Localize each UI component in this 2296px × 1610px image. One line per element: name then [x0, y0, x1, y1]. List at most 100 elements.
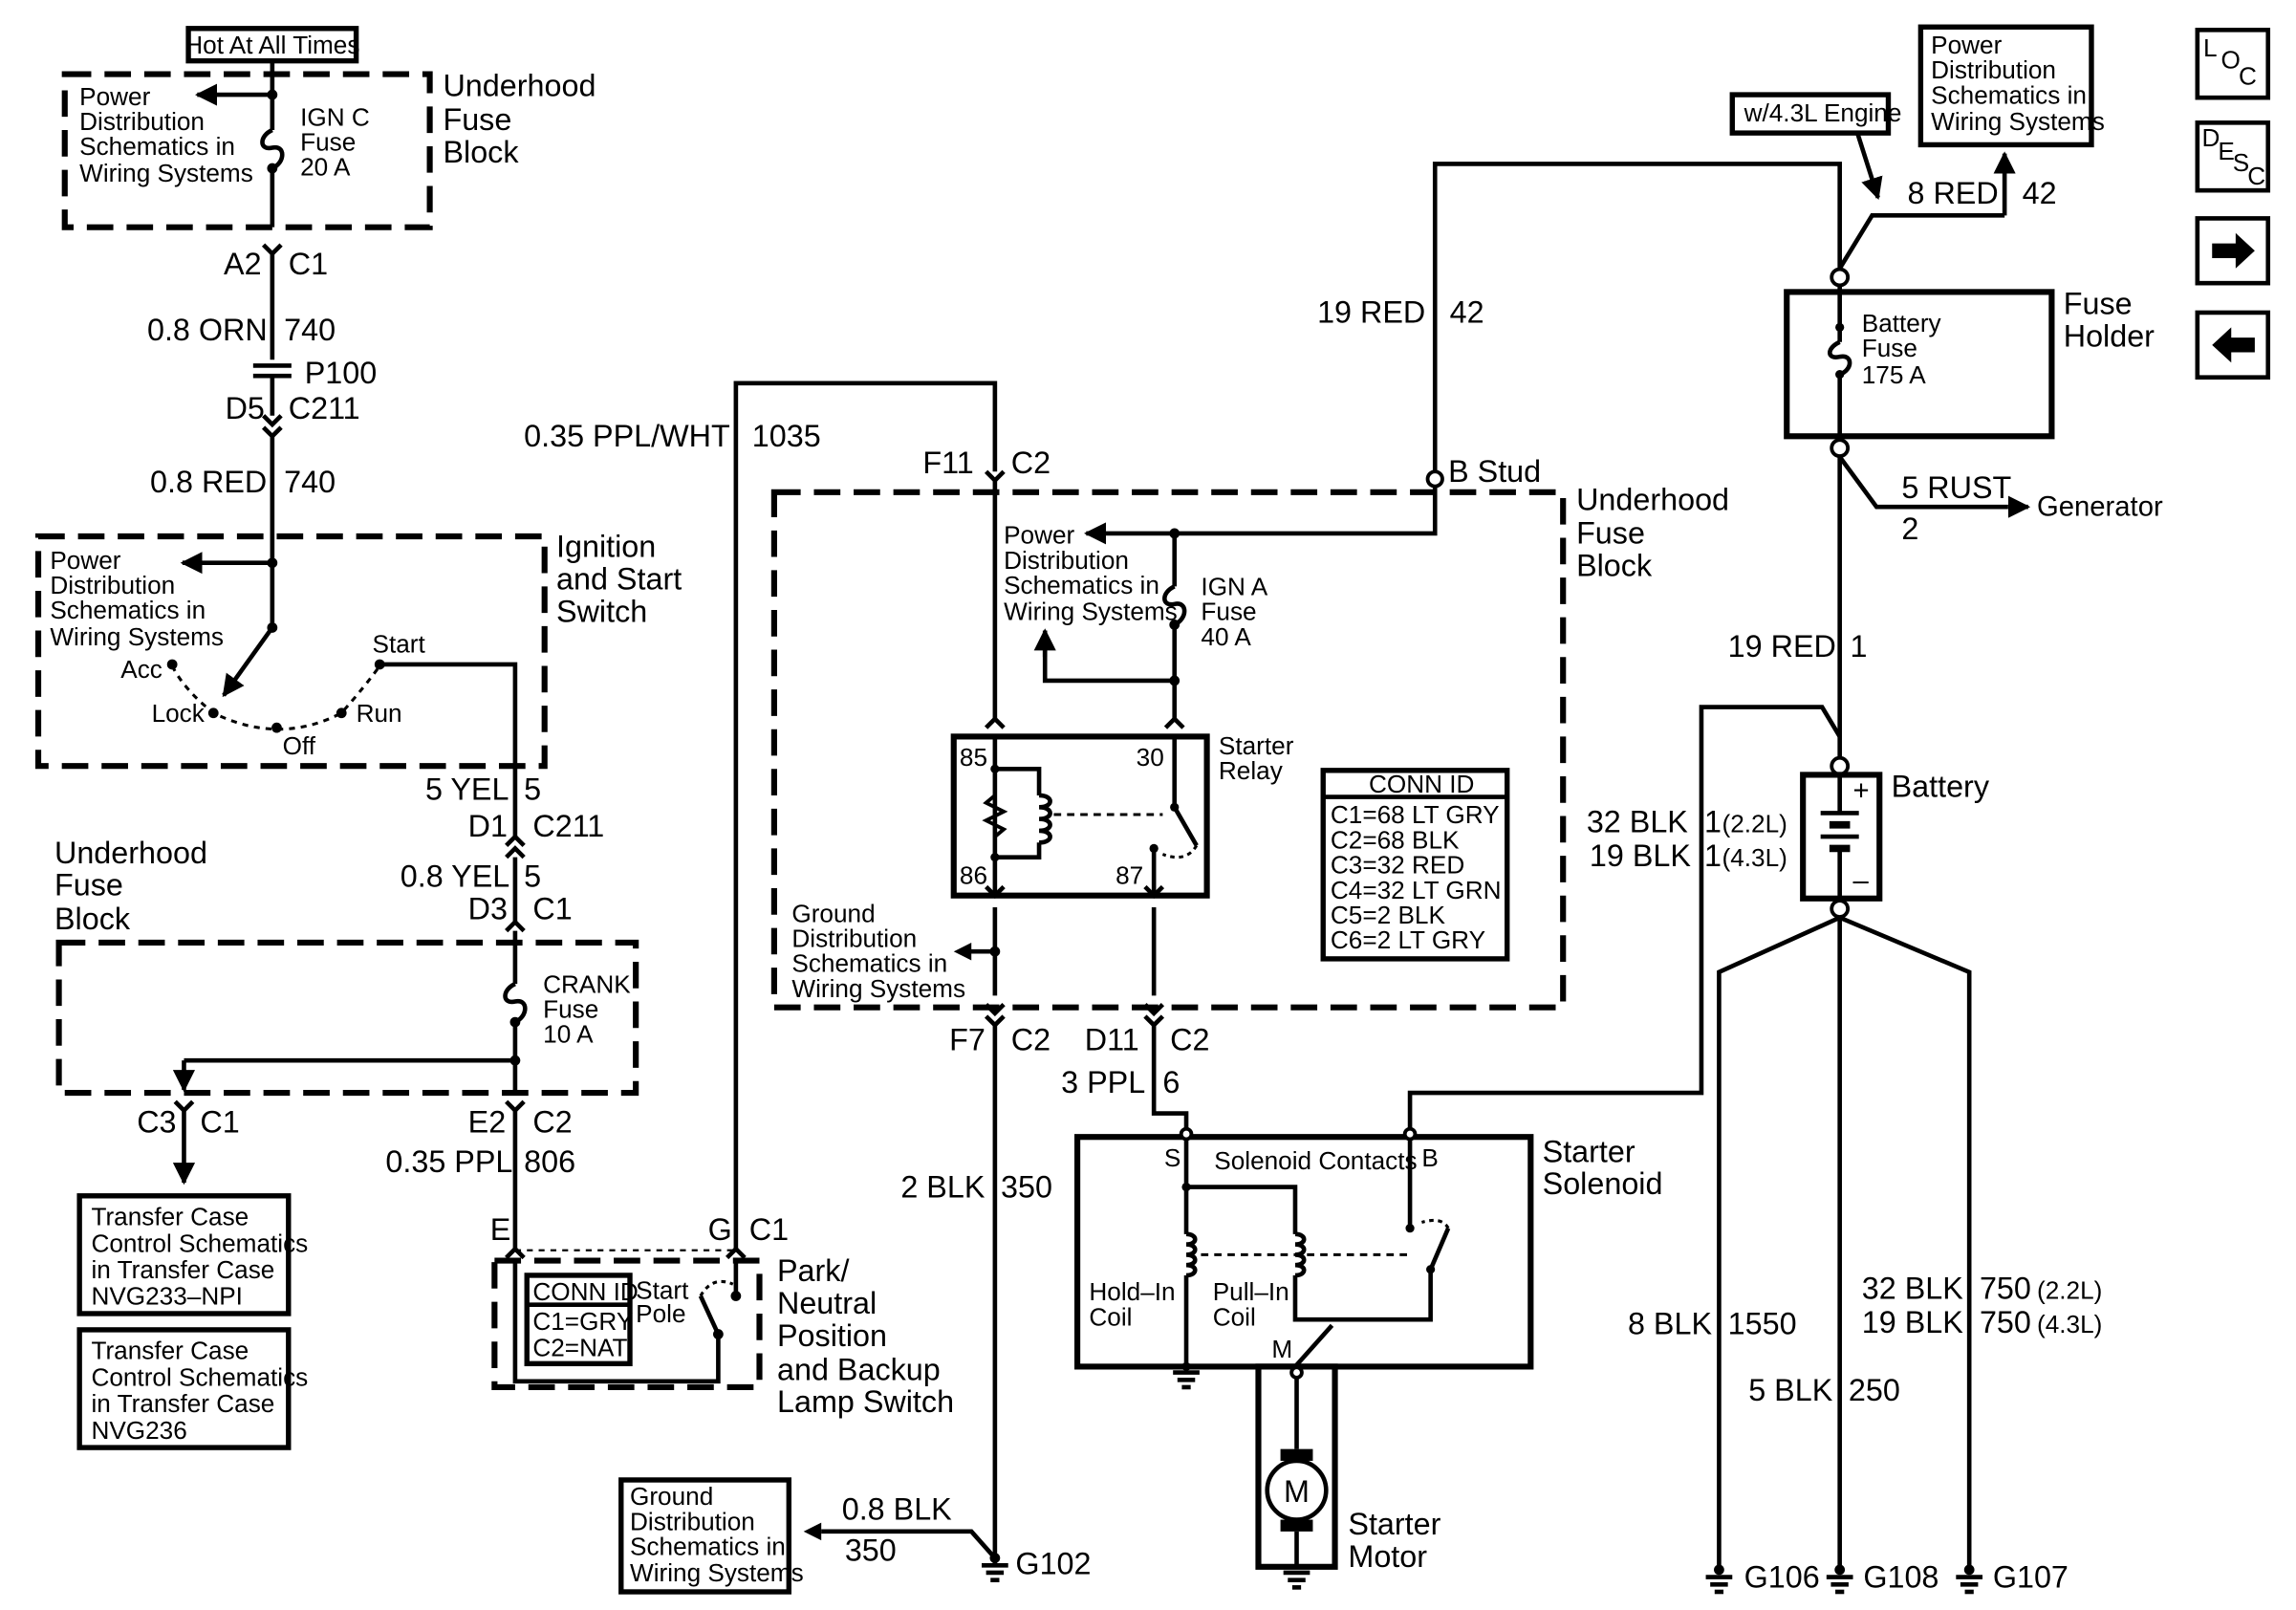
svg-text:C3: C3 — [137, 1105, 176, 1140]
svg-text:Lamp Switch: Lamp Switch — [777, 1384, 954, 1419]
svg-text:M: M — [1284, 1474, 1310, 1509]
svg-text:C211: C211 — [532, 809, 604, 843]
svg-text:Power: Power — [1004, 521, 1074, 550]
svg-text:C1: C1 — [749, 1212, 789, 1247]
svg-text:C211: C211 — [289, 391, 360, 425]
svg-text:Battery: Battery — [1892, 770, 1990, 804]
svg-text:M: M — [1271, 1335, 1292, 1363]
svg-text:G: G — [708, 1212, 732, 1247]
underhood-fuse-block-center: Underhood Fuse Block Power Distribution … — [770, 480, 1729, 1011]
svg-text:Control Schematics: Control Schematics — [91, 1229, 308, 1257]
svg-text:Start: Start — [636, 1276, 689, 1305]
svg-text:6: 6 — [1162, 1065, 1180, 1099]
hot-at-all-times-label: Hot At All Times — [184, 31, 359, 59]
svg-text:C1=68 LT GRY: C1=68 LT GRY — [1331, 800, 1500, 829]
w43-engine-box: w/4.3L Engine — [1729, 92, 1901, 136]
pds-box-top-right: Power Distribution Schematics in Wiring … — [1917, 24, 2105, 148]
svg-text:D5: D5 — [226, 391, 265, 425]
svg-text:C4=32 LT GRN: C4=32 LT GRN — [1331, 876, 1502, 904]
transfer-case-box-1: Transfer Case Control Schematics in Tran… — [76, 1193, 308, 1316]
svg-text:S: S — [2233, 148, 2249, 177]
arrow-left-icon — [2212, 327, 2255, 363]
svg-text:D11: D11 — [1085, 1022, 1139, 1056]
svg-text:Fuse: Fuse — [543, 994, 598, 1023]
underhood-fuse-block-crank: Underhood Fuse Block CRANK Fuse 10 A — [54, 836, 639, 1097]
back-button[interactable] — [2195, 310, 2271, 381]
svg-text:D1: D1 — [468, 809, 508, 843]
svg-text:Hold–In: Hold–In — [1089, 1277, 1175, 1306]
svg-text:1: 1 — [1704, 804, 1722, 838]
svg-text:Motor: Motor — [1348, 1539, 1427, 1574]
svg-text:C1: C1 — [200, 1105, 239, 1140]
svg-text:Ignition: Ignition — [556, 530, 656, 564]
svg-text:Distribution: Distribution — [1931, 55, 2056, 84]
svg-text:G108: G108 — [1863, 1559, 1939, 1594]
desc-button[interactable]: D E S C — [2195, 120, 2271, 193]
svg-text:Fuse: Fuse — [1201, 598, 1256, 626]
svg-text:C1=GRY: C1=GRY — [532, 1307, 633, 1336]
svg-text:L: L — [2203, 33, 2218, 62]
svg-text:C3=32 RED: C3=32 RED — [1331, 851, 1464, 880]
svg-text:1035: 1035 — [752, 419, 821, 453]
svg-text:IGN C: IGN C — [300, 102, 370, 131]
svg-text:87: 87 — [1116, 860, 1143, 889]
starter-solenoid: Starter Solenoid S Solenoid Contacts B M… — [1074, 1126, 1662, 1370]
svg-text:Power: Power — [79, 82, 150, 111]
svg-text:Holder: Holder — [2064, 318, 2155, 353]
svg-text:42: 42 — [2023, 176, 2057, 210]
svg-text:1: 1 — [1704, 838, 1722, 873]
svg-text:3 PPL: 3 PPL — [1061, 1065, 1145, 1099]
svg-text:Schematics in: Schematics in — [79, 132, 235, 161]
ground-g107: G107 — [1956, 1559, 2069, 1594]
svg-text:175 A: 175 A — [1862, 360, 1926, 389]
svg-text:Power: Power — [50, 546, 120, 575]
svg-text:Schematics in: Schematics in — [791, 949, 947, 978]
svg-text:Fuse: Fuse — [54, 868, 123, 903]
svg-text:Battery: Battery — [1862, 309, 1942, 337]
svg-text:Wiring Systems: Wiring Systems — [1931, 107, 2105, 136]
svg-text:Underhood: Underhood — [54, 836, 207, 870]
svg-text:E: E — [2218, 137, 2234, 165]
svg-text:(2.2L): (2.2L) — [1722, 809, 1787, 838]
forward-button[interactable] — [2195, 216, 2271, 286]
svg-text:Distribution: Distribution — [1004, 546, 1129, 575]
svg-text:D3: D3 — [468, 891, 508, 925]
loc-button[interactable]: L O C — [2195, 28, 2271, 100]
svg-text:Schematics in: Schematics in — [1004, 571, 1159, 599]
svg-text:85: 85 — [960, 743, 987, 772]
svg-text:5 YEL: 5 YEL — [425, 772, 509, 807]
fuse-holder: Fuse Holder Battery Fuse 175 A — [1784, 286, 2155, 440]
svg-text:Wiring Systems: Wiring Systems — [630, 1558, 804, 1587]
svg-text:Transfer Case: Transfer Case — [91, 1337, 249, 1365]
svg-text:750: 750 — [1980, 1272, 2031, 1306]
svg-text:Control Schematics: Control Schematics — [91, 1362, 308, 1391]
svg-text:750: 750 — [1980, 1305, 2031, 1339]
svg-text:Fuse: Fuse — [300, 128, 356, 157]
svg-text:806: 806 — [524, 1144, 575, 1179]
svg-text:Neutral: Neutral — [777, 1286, 877, 1320]
svg-text:G107: G107 — [1993, 1559, 2069, 1594]
svg-text:and Start: and Start — [556, 561, 682, 596]
svg-text:2: 2 — [1901, 511, 1918, 546]
svg-text:350: 350 — [1001, 1169, 1052, 1204]
svg-text:19 RED: 19 RED — [1317, 295, 1425, 330]
svg-text:740: 740 — [284, 465, 336, 499]
transfer-case-box-2: Transfer Case Control Schematics in Tran… — [76, 1327, 308, 1450]
svg-text:–: – — [1853, 866, 1870, 897]
p100-splice: P100 — [252, 356, 377, 390]
ground-g106: G106 — [1705, 1559, 1820, 1594]
svg-text:Fuse: Fuse — [1576, 516, 1645, 551]
svg-text:Switch: Switch — [556, 594, 647, 628]
svg-text:G106: G106 — [1744, 1559, 1820, 1594]
svg-text:Distribution: Distribution — [630, 1507, 755, 1535]
starter-motor: Starter Motor M — [1255, 1363, 1441, 1574]
svg-text:+: + — [1853, 776, 1870, 807]
svg-text:G102: G102 — [1015, 1547, 1091, 1581]
svg-text:5 BLK: 5 BLK — [1748, 1373, 1833, 1407]
svg-text:Solenoid Contacts: Solenoid Contacts — [1214, 1146, 1417, 1175]
ign-c-fuse: IGN C Fuse 20 A — [260, 74, 370, 228]
svg-text:10 A: 10 A — [543, 1020, 594, 1049]
svg-text:Power: Power — [1931, 31, 2002, 59]
svg-text:20 A: 20 A — [300, 153, 351, 182]
